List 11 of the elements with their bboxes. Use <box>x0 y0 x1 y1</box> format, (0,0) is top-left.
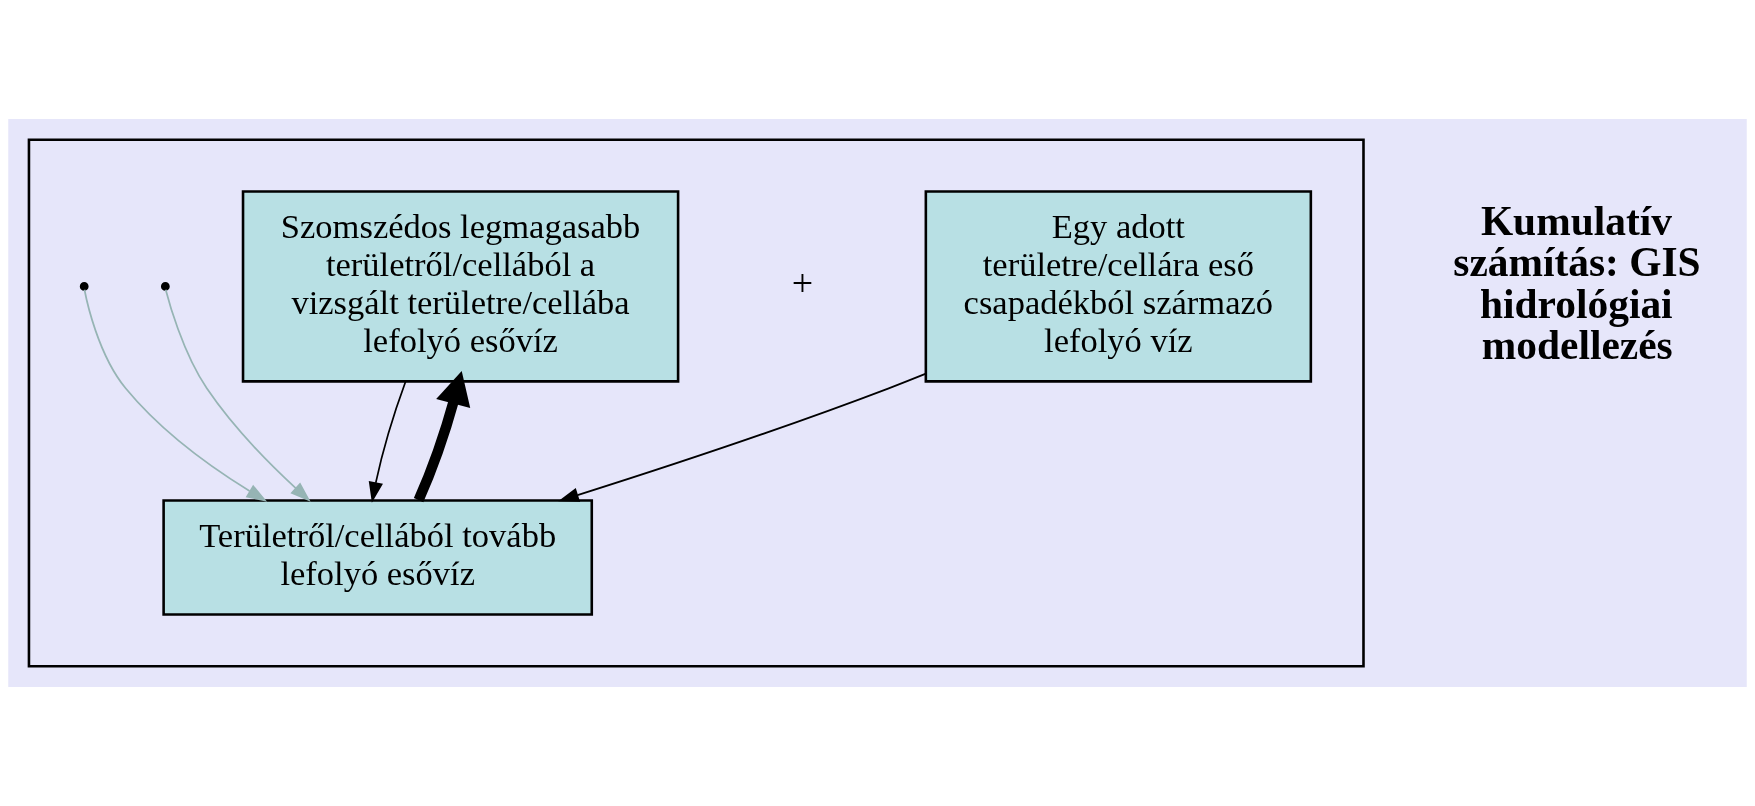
node-box: Területről/cellából tovább lefolyó esővíz <box>162 499 594 616</box>
cluster <box>27 138 1365 668</box>
arrow <box>164 288 311 502</box>
node-box: Szomszédos legmagasabb területről/cellából a vizsgált területre/cellába lefolyó esővíz <box>241 190 680 383</box>
label: + <box>791 262 814 305</box>
arrow <box>413 371 471 503</box>
arrow <box>558 373 927 502</box>
arrow <box>83 288 268 502</box>
arrow <box>368 380 407 503</box>
node-box: Egy adott területre/cellára eső csapadékból származó lefolyó víz <box>924 190 1313 383</box>
label: Kumulatív számítás: GIS hidrológiai modellezés <box>1453 198 1701 369</box>
